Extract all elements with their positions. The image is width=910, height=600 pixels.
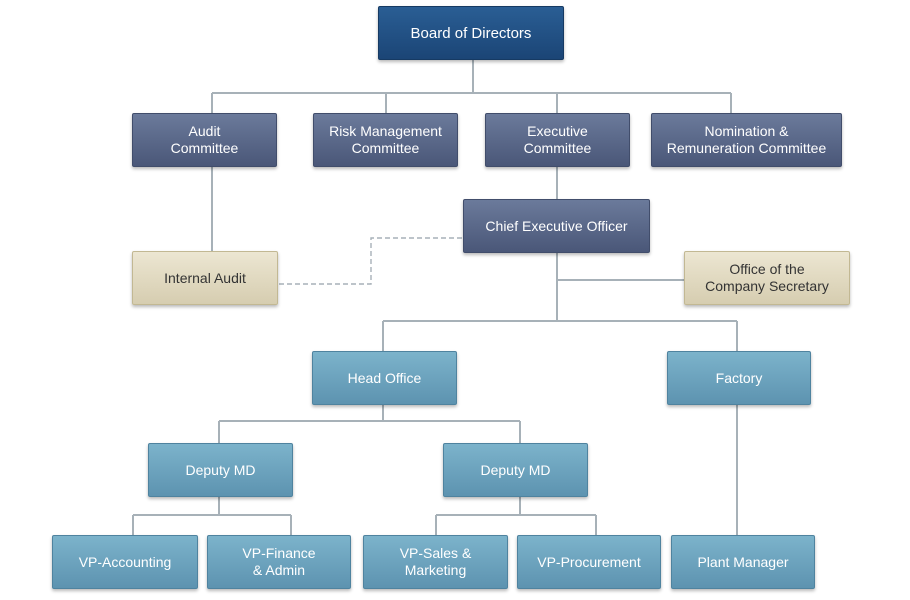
- board-of-directors-label: Board of Directors: [410, 24, 532, 42]
- head-office-label: Head Office: [347, 369, 422, 386]
- vp-sales-marketing-box: VP-Sales & Marketing: [363, 535, 508, 589]
- nomination-remuneration-committee-box: Nomination & Remuneration Committee: [651, 113, 842, 167]
- company-secretary-label: Office of the Company Secretary: [705, 261, 829, 294]
- risk-management-committee-box: Risk Management Committee: [313, 113, 458, 167]
- audit-committee-label: Audit Committee: [170, 123, 239, 156]
- internal-audit-box: Internal Audit: [132, 251, 278, 305]
- audit-committee-box: Audit Committee: [132, 113, 277, 167]
- deputy-md-label: Deputy MD: [480, 461, 551, 478]
- vp-accounting-box: VP-Accounting: [52, 535, 198, 589]
- factory-label: Factory: [715, 369, 763, 386]
- vp-finance-admin-box: VP-Finance & Admin: [207, 535, 351, 589]
- vp-accounting-label: VP-Accounting: [78, 553, 172, 570]
- company-secretary-box: Office of the Company Secretary: [684, 251, 850, 305]
- executive-committee-label: Executive Committee: [523, 123, 592, 156]
- plant-manager-label: Plant Manager: [697, 553, 789, 570]
- head-office-box: Head Office: [312, 351, 457, 405]
- factory-box: Factory: [667, 351, 811, 405]
- nomination-remuneration-committee-label: Nomination & Remuneration Committee: [666, 123, 827, 156]
- plant-manager-box: Plant Manager: [671, 535, 815, 589]
- executive-committee-box: Executive Committee: [485, 113, 630, 167]
- deputy-md-box: Deputy MD: [148, 443, 293, 497]
- deputy-md-label: Deputy MD: [185, 461, 256, 478]
- vp-finance-admin-label: VP-Finance & Admin: [242, 545, 316, 578]
- internal-audit-label: Internal Audit: [164, 269, 246, 286]
- ceo-label: Chief Executive Officer: [485, 217, 628, 234]
- vp-procurement-label: VP-Procurement: [537, 553, 641, 570]
- deputy-md-box: Deputy MD: [443, 443, 588, 497]
- risk-management-committee-label: Risk Management Committee: [329, 123, 442, 156]
- vp-sales-marketing-label: VP-Sales & Marketing: [399, 545, 472, 578]
- vp-procurement-box: VP-Procurement: [517, 535, 661, 589]
- board-of-directors-box: Board of Directors: [378, 6, 564, 60]
- ceo-box: Chief Executive Officer: [463, 199, 650, 253]
